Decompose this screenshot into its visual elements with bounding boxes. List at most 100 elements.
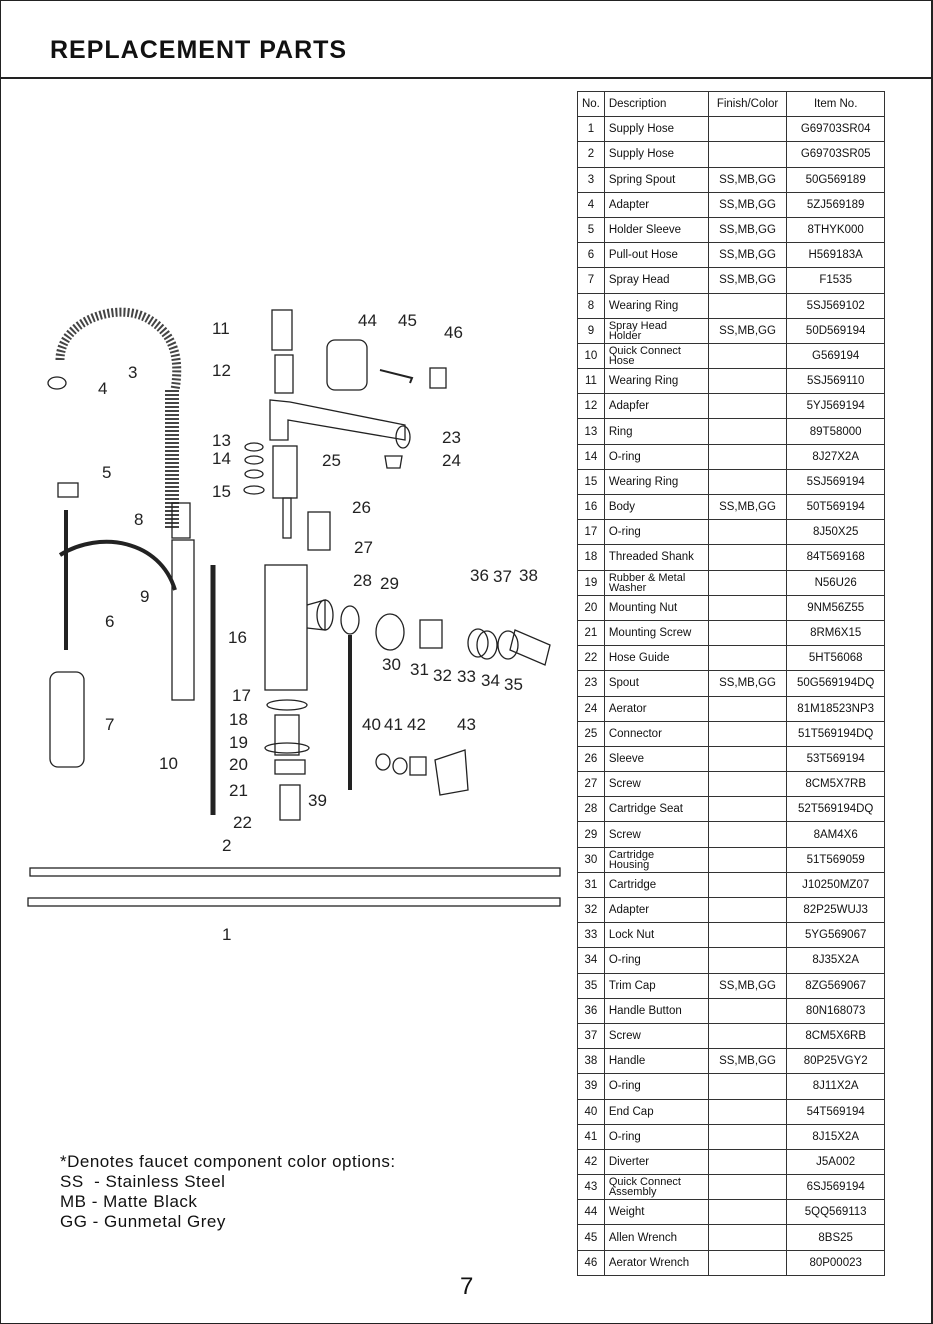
finish-color-cell xyxy=(707,771,788,798)
callout-16: 16 xyxy=(228,628,247,647)
finish-color-cell xyxy=(707,947,788,974)
part-number-cell: 37 xyxy=(577,1022,605,1050)
item-number-cell: 8ZG569067 xyxy=(786,972,885,999)
finish-color-cell: SS,MB,GG xyxy=(707,267,788,294)
part-number-cell: 10 xyxy=(577,342,605,370)
item-number-cell: 50G569189 xyxy=(786,166,885,193)
part-number-cell: 35 xyxy=(577,972,605,999)
exploded-parts-diagram: 1 2 3 4 5 6 7 8 9 10 11 12 13 14 15 16 1… xyxy=(0,80,570,1160)
part-number-cell: 28 xyxy=(577,796,605,823)
part-number-cell: 34 xyxy=(577,947,605,974)
finish-color-cell xyxy=(707,1073,788,1100)
callout-22: 22 xyxy=(233,813,252,832)
description-cell: Adapter xyxy=(603,896,709,924)
finish-color-cell: SS,MB,GG xyxy=(707,1048,788,1075)
callout-36: 36 xyxy=(470,566,489,585)
finish-color-cell xyxy=(707,1249,788,1276)
item-number-cell: 80P00023 xyxy=(786,1249,885,1276)
part-number-cell: 14 xyxy=(577,443,605,470)
finish-color-cell xyxy=(707,1148,788,1176)
callout-3: 3 xyxy=(128,363,138,382)
item-number-cell: 8RM6X15 xyxy=(786,619,885,647)
callout-2: 2 xyxy=(222,836,232,855)
part-number-cell: 17 xyxy=(577,519,605,546)
callout-33: 33 xyxy=(457,667,476,686)
finish-color-cell: SS,MB,GG xyxy=(707,493,788,521)
callout-17: 17 xyxy=(232,686,251,705)
description-cell: Pull-out Hose xyxy=(603,242,709,269)
finish-color-cell xyxy=(707,468,788,496)
item-number-cell: 5SJ569102 xyxy=(786,292,885,319)
table-header-row: No. Description Finish/Color Item No. xyxy=(577,90,885,118)
callout-25: 25 xyxy=(322,451,341,470)
callout-40: 40 xyxy=(362,715,381,734)
description-cell: Hose Guide xyxy=(603,645,709,672)
part-number-cell: 24 xyxy=(577,695,605,722)
finish-color-cell xyxy=(707,1022,788,1050)
part-number-cell: 3 xyxy=(577,166,605,193)
callout-15: 15 xyxy=(212,482,231,501)
part-number-cell: 12 xyxy=(577,393,605,420)
callout-34: 34 xyxy=(481,671,500,690)
part-number-cell: 23 xyxy=(577,670,605,697)
callout-9: 9 xyxy=(140,587,150,606)
description-cell: Wearing Ring xyxy=(603,292,709,319)
finish-color-cell: SS,MB,GG xyxy=(707,191,788,218)
item-number-cell: 5QQ569113 xyxy=(786,1199,885,1226)
finish-color-cell xyxy=(707,443,788,470)
item-number-cell: 9NM56Z55 xyxy=(786,594,885,621)
finish-color-cell xyxy=(707,619,788,647)
description-cell: Allen Wrench xyxy=(603,1224,709,1251)
finish-color-cell xyxy=(707,342,788,370)
part-number-cell: 27 xyxy=(577,771,605,798)
description-cell: Connector xyxy=(603,720,709,747)
item-number-cell: 8J50X25 xyxy=(786,519,885,546)
item-number-cell: H569183A xyxy=(786,242,885,269)
finish-color-cell xyxy=(707,368,788,395)
part-number-cell: 40 xyxy=(577,1098,605,1125)
callout-46: 46 xyxy=(444,323,463,342)
callout-19: 19 xyxy=(229,733,248,752)
description-cell: Screw xyxy=(603,821,709,848)
part-number-cell: 21 xyxy=(577,619,605,647)
part-number-cell: 30 xyxy=(577,846,605,873)
callout-23: 23 xyxy=(442,428,461,447)
description-cell: Cartridge xyxy=(603,871,709,899)
item-number-cell: 5SJ569110 xyxy=(786,368,885,395)
callout-45: 45 xyxy=(398,311,417,330)
part-number-cell: 8 xyxy=(577,292,605,319)
item-number-cell: J5A002 xyxy=(786,1148,885,1176)
finish-color-cell: SS,MB,GG xyxy=(707,216,788,244)
finish-color-cell: SS,MB,GG xyxy=(707,670,788,697)
finish-color-cell xyxy=(707,821,788,848)
callout-18: 18 xyxy=(229,710,248,729)
finish-color-cell xyxy=(707,695,788,722)
description-cell: Spout xyxy=(603,670,709,697)
description-cell: Lock Nut xyxy=(603,922,709,949)
page-title: REPLACEMENT PARTS xyxy=(50,36,348,64)
callout-24: 24 xyxy=(442,451,461,470)
finish-color-cell: SS,MB,GG xyxy=(707,166,788,193)
callout-7: 7 xyxy=(105,715,115,734)
part-number-cell: 43 xyxy=(577,1174,605,1201)
item-number-cell: 8AM4X6 xyxy=(786,821,885,848)
callout-8: 8 xyxy=(134,510,144,529)
finish-color-cell xyxy=(707,796,788,823)
item-number-cell: 8J27X2A xyxy=(786,443,885,470)
callout-5: 5 xyxy=(102,463,112,482)
item-number-cell: 8J35X2A xyxy=(786,947,885,974)
